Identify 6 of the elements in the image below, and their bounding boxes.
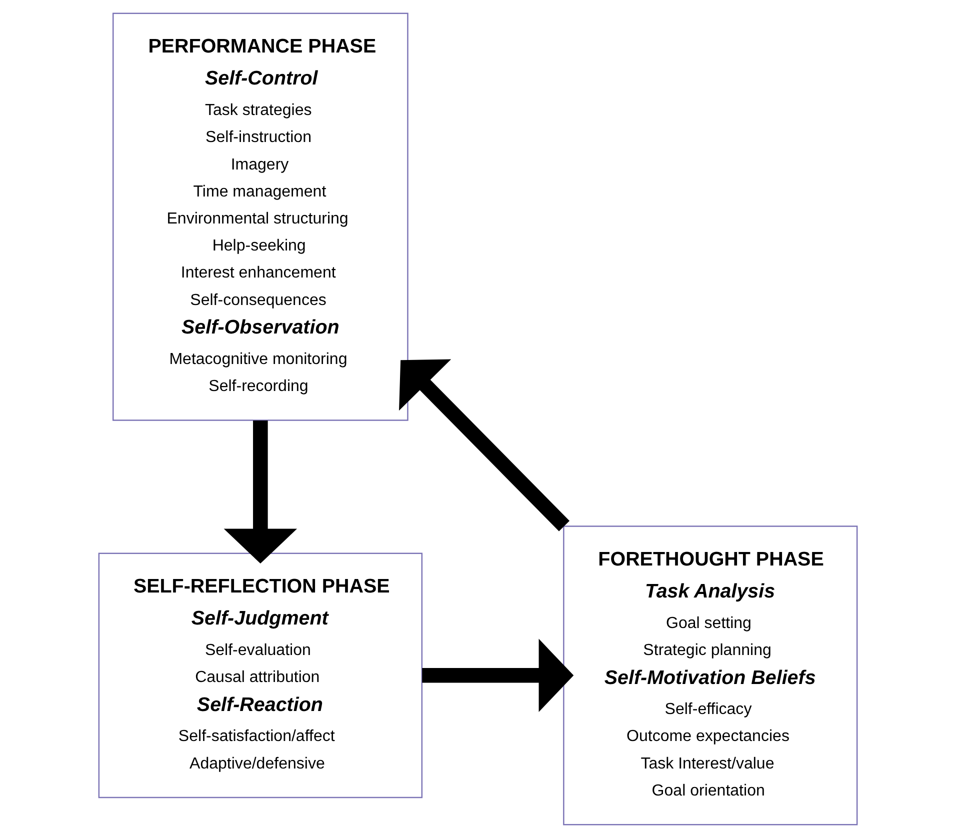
arrow — [399, 359, 570, 532]
node-box: FORETHOUGHT PHASE Task Analysis Goal setting Strategic planning Self-Motivation Beliefs Self-efficacy Outcome expectancies Task Interest/value Goal orientation — [563, 526, 858, 826]
node-box: PERFORMANCE PHASE Self-Control Task strategies Self-instruction Imagery Time management Environmental structuring Help-seeking Interest enhancement Self-consequences Self-Observation Metacognitive monitoring Self-recording — [112, 12, 408, 421]
arrow — [422, 638, 574, 712]
node-box: SELF-REFLECTION PHASE Self-Judgment Self-evaluation Causal attribution Self-Reaction Self-satisfaction/affect Adaptive/defensive — [98, 552, 423, 798]
arrow — [224, 420, 298, 564]
